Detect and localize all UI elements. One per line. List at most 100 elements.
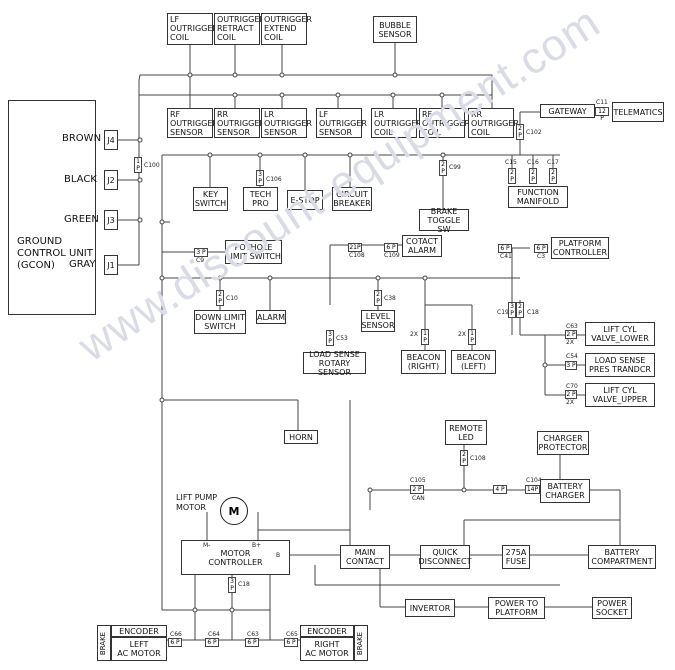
connector-c15-pin: 2 P	[508, 168, 516, 184]
connector-c17-pin: 2 P	[549, 168, 557, 184]
left-ac-motor: LEFT AC MOTOR	[111, 637, 167, 661]
connector-c65-pin: 6 P	[284, 638, 298, 647]
motor-controller-m-minus: M-	[203, 542, 211, 549]
connector-c11-pin: 12 P	[595, 107, 609, 122]
connector-c9-pin: 3 P	[194, 248, 208, 257]
jack-j2: J2	[104, 170, 118, 190]
connector-c64-pin: 6 P	[205, 638, 219, 647]
connector-c53-label: C53	[336, 335, 348, 342]
connector-c18-pin: 2 P	[516, 302, 524, 318]
outrigger-extend-coil: OUTRIGGER EXTEND COIL	[261, 13, 312, 45]
right-encoder: ENCODER	[300, 625, 354, 637]
lr-outrigger-coil: LR OUTRIGGER COIL	[371, 108, 422, 138]
connector-c70-2x: 2X	[566, 399, 574, 406]
down-limit-switch: DOWN LIMIT SWITCH	[194, 310, 246, 334]
connector-c17-label: C17	[547, 159, 559, 166]
ground-control-unit: GROUND CONTROL UNIT (GCON)	[8, 100, 96, 315]
jack-color-green: GREEN	[64, 214, 99, 225]
load-sense-rotary-sensor: LOAD SENSE ROTARY SENSOR	[303, 350, 366, 377]
connector-c102-pin: 2 P	[516, 124, 524, 140]
jack-j1: J1	[104, 255, 118, 275]
main-contact: MAIN CONTACT	[340, 545, 390, 569]
connector-c106-label: C106	[266, 176, 282, 183]
connector-c9-label: C9	[196, 257, 205, 264]
connector-c105-pin: 2 P	[410, 485, 424, 494]
connector-c16-label: C16	[527, 159, 539, 166]
jack-color-black: BLACK	[64, 174, 97, 185]
connector-c66-label: C66	[170, 631, 182, 638]
rf-outrigger-sensor: RF OUTRIGGER SENSOR	[167, 108, 218, 138]
connector-c109-label: C109	[384, 252, 400, 259]
battery-charger: BATTERY CHARGER	[540, 479, 590, 503]
connector-c11-label: C11	[596, 99, 608, 106]
gcon-title: GROUND CONTROL UNIT (GCON)	[17, 236, 93, 271]
connector-c18b-label: C18	[238, 581, 250, 588]
connector-c63-label: C63	[566, 323, 578, 330]
connector-c38-label: C38	[384, 295, 396, 302]
connector-c63b-label: C63	[247, 631, 259, 638]
connector-c105-can: CAN	[412, 495, 425, 502]
connector-c38-pin: 2 P	[374, 290, 382, 306]
cotact-alarm: COTACT ALARM	[402, 235, 442, 257]
rr-outrigger-sensor: RR OUTRIGGER SENSOR	[214, 108, 265, 138]
right-ac-motor: RIGHT AC MOTOR	[300, 637, 354, 661]
right-brake-label: BRAKE	[356, 631, 365, 655]
jack-j3: J3	[104, 210, 118, 230]
invertor: INVERTOR	[405, 599, 455, 617]
bubble-sensor: BUBBLE SENSOR	[373, 16, 417, 43]
connector-c99-pin: 2 P	[439, 160, 447, 176]
connector-c105-label: C105	[410, 477, 426, 484]
connector-c63b-pin: 6 P	[245, 638, 259, 647]
jack-color-gray: GRAY	[69, 259, 96, 270]
rf-outrigger-coil: RF OUTRIGGER COIL	[419, 108, 470, 138]
fuse-275a: 275A FUSE	[502, 545, 530, 569]
connector-c64-label: C64	[208, 631, 220, 638]
connector-c66-pin: 6 P	[168, 638, 182, 647]
connector-c18-label: C18	[527, 309, 539, 316]
horn: HORN	[284, 430, 318, 444]
connector-c19-label: C19	[497, 309, 509, 316]
connector-c10-label: C10	[226, 295, 238, 302]
connector-c108b-label: C108	[470, 455, 486, 462]
connector-c19-pin: 3 P	[508, 302, 516, 318]
connector-c106-pin: 3 P	[256, 170, 264, 186]
connector-c54-pin: 3 P	[565, 361, 577, 370]
connector-c3-pin: 6 P	[534, 244, 548, 253]
connector-c104-label: C104	[526, 477, 542, 484]
connector-c70-pin: 2 P	[565, 390, 577, 399]
platform-controller: PLATFORM CONTROLLER	[551, 237, 609, 259]
connector-c3-label: C3	[537, 253, 546, 260]
quick-disconnect: QUICK DISCONNECT	[419, 545, 472, 569]
jack-j4: J4	[104, 130, 118, 150]
charger-protector: CHARGER PROTECTOR	[537, 431, 589, 455]
power-socket: POWER SOCKET	[592, 597, 632, 619]
tech-pro: TECH PRO	[243, 187, 278, 211]
connector-c53-pin: 3 P	[326, 330, 334, 346]
lift-cyl-valve-lower: LIFT CYL VALVE_LOWER	[585, 322, 655, 346]
connector-c100-label: C100	[144, 162, 160, 169]
pothole-limit-switch: POTHOLE LIMIT SWITCH	[225, 240, 282, 264]
function-manifold: FUNCTION MANIFOLD	[508, 186, 568, 208]
connector-c63-pin: 2 P	[565, 330, 577, 339]
left-brake-label: BRAKE	[99, 631, 108, 655]
load-sense-pres-trandcr: LOAD SENSE PRES TRANDCR	[585, 353, 655, 377]
lf-outrigger-coil: LF OUTRIGGER COIL	[167, 13, 218, 45]
right-brake: BRAKE	[354, 625, 368, 661]
motor-controller-b: B	[276, 552, 281, 559]
brake-toggle-switch: BRAKE TOGGLE SW	[419, 207, 469, 234]
connector-c65-label: C65	[286, 631, 298, 638]
connector-c63-2x: 2X	[566, 339, 574, 346]
connector-c104-pin: 14P	[525, 485, 540, 494]
connector-beacon-right-pin: 1 P	[421, 329, 429, 345]
connector-beacon-left-2x: 2X	[458, 331, 466, 338]
connector-c41-label: C41	[500, 253, 512, 260]
lf-outrigger-sensor: LF OUTRIGGER SENSOR	[316, 108, 367, 138]
key-switch: KEY SWITCH	[193, 187, 228, 211]
connector-c108-label: C108	[349, 252, 365, 259]
left-encoder: ENCODER	[111, 625, 167, 637]
connector-beacon-right-2x: 2X	[410, 331, 418, 338]
connector-c16-pin: 2 P	[529, 168, 537, 184]
motor-controller: MOTOR CONTROLLER	[181, 540, 290, 575]
beacon-right: BEACON (RIGHT)	[401, 350, 446, 374]
